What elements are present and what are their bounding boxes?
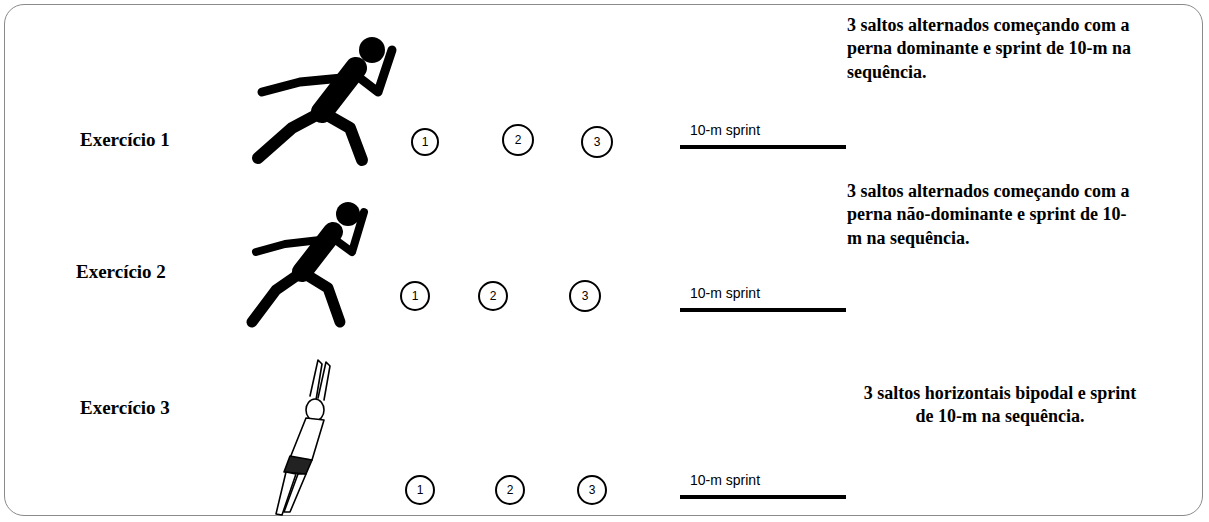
callout-number: 3 <box>589 484 596 496</box>
sprint-label: 10-m sprint <box>690 285 760 301</box>
jump-circle: 3 <box>569 280 601 312</box>
callout-number: 1 <box>422 136 429 148</box>
jump-circle: 2 <box>502 124 534 156</box>
sprint-line <box>680 147 846 497</box>
jump-circle: 1 <box>405 475 435 505</box>
runner-silhouette <box>252 202 364 322</box>
exercise-description: 3 saltos alternados começando com a pern… <box>847 180 1137 250</box>
jump-circle: 1 <box>400 281 430 311</box>
callout-number: 1 <box>417 484 424 496</box>
exercise-description: 3 saltos horizontais bipodal e sprint de… <box>855 382 1145 429</box>
outer-frame <box>4 4 1203 516</box>
exercise-label: Exercício 3 <box>80 397 170 419</box>
exercise-label: Exercício 1 <box>80 129 170 151</box>
jump-circle: 2 <box>478 281 508 311</box>
callout-number: 3 <box>594 136 601 148</box>
runner-silhouette <box>258 37 392 160</box>
jump-circle: 3 <box>577 475 607 505</box>
jumper-figure <box>276 360 330 515</box>
callout-number: 3 <box>582 290 589 302</box>
jump-circle: 2 <box>495 475 525 505</box>
jump-circle: 1 <box>411 128 439 156</box>
jump-circle: 3 <box>581 126 613 158</box>
callout-number: 2 <box>490 290 497 302</box>
callout-number: 2 <box>507 484 514 496</box>
sprint-label: 10-m sprint <box>690 472 760 488</box>
sprint-label: 10-m sprint <box>690 122 760 138</box>
callout-number: 2 <box>515 134 522 146</box>
callout-number: 1 <box>412 290 419 302</box>
exercise-description: 3 saltos alternados começando com a pern… <box>847 14 1137 84</box>
exercise-label: Exercício 2 <box>76 261 166 283</box>
